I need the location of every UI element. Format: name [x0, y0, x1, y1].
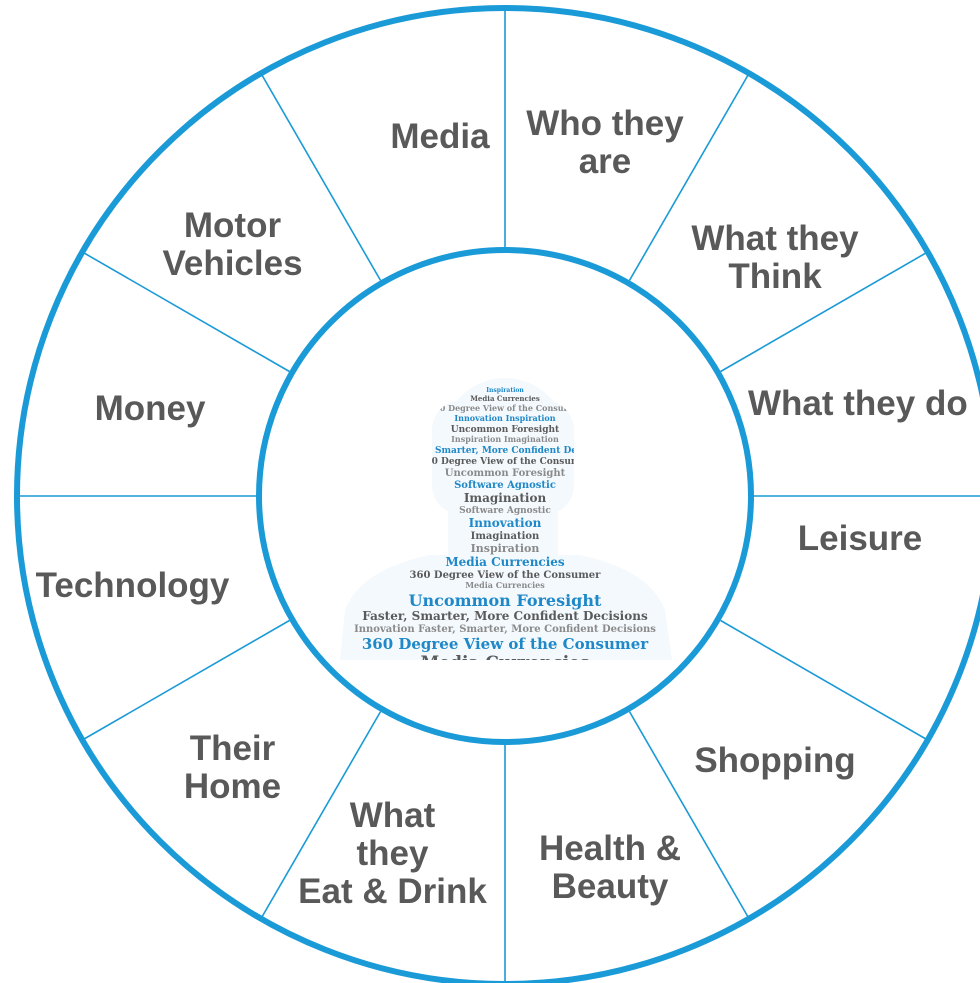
word-cloud-phrase: Software Agnostic: [454, 480, 556, 491]
word-cloud-phrase: Faster, Smarter, More Confident Decision…: [398, 446, 612, 456]
spoke-line: [628, 711, 749, 918]
segment-what-they-think: What they Think: [691, 219, 859, 296]
word-cloud-phrase: Media Currencies: [420, 653, 589, 673]
spoke-line: [83, 252, 290, 373]
word-cloud-phrase: Imagination: [471, 531, 540, 542]
spoke-line: [261, 711, 382, 918]
word-cloud-phrase: Software Agnostic: [459, 506, 551, 516]
word-cloud-phrase: Media Currencies: [470, 394, 540, 403]
segment-their-home: Their Home: [183, 729, 282, 806]
outer-ring: [14, 5, 980, 983]
word-cloud-phrase: Faster, Smarter, More Confident Decision…: [362, 609, 648, 623]
segment-shopping: Shopping: [694, 741, 856, 780]
word-cloud-phrase: Uncommon Foresight: [451, 425, 560, 435]
word-cloud-phrase: Uncommon Foresight: [409, 591, 602, 610]
word-cloud-phrase: Innovation: [469, 516, 542, 530]
word-cloud-phrase: Inspiration: [471, 542, 540, 555]
spokes: [19, 10, 980, 982]
segment-what-they-do: What they do: [748, 385, 968, 423]
word-cloud-phrase: Inspiration: [486, 387, 524, 394]
word-cloud-phrase: Innovation Inspiration: [454, 413, 555, 423]
segment-eat-drink: What they Eat & Drink: [298, 796, 487, 911]
spoke-line: [83, 619, 290, 740]
word-cloud-phrase: 360 Degree View of the Consumer: [362, 635, 649, 653]
segment-who-they-are: Who they are: [526, 104, 684, 181]
word-cloud-phrase: Inspiration Imagination: [451, 434, 559, 444]
word-cloud-phrase: 360 Degree View of the Consumer: [410, 570, 602, 581]
spoke-line: [720, 252, 927, 373]
spoke-line: [628, 74, 749, 281]
spoke-line: [261, 74, 382, 281]
word-cloud-phrase: Media Currencies: [465, 580, 545, 590]
segment-technology: Technology: [35, 566, 230, 605]
word-cloud-phrase: Innovation Faster, Smarter, More Confide…: [354, 624, 656, 635]
segment-leisure: Leisure: [797, 519, 923, 558]
segment-health-beauty: Health & Beauty: [539, 829, 681, 906]
word-cloud-phrase: 360 Degree View of the Consumer: [419, 457, 591, 467]
segment-money: Money: [94, 389, 206, 428]
word-cloud-phrase: Imagination: [464, 491, 547, 505]
word-cloud-phrase: 360 Degree View of the Consumer: [429, 403, 582, 413]
word-cloud-phrase: Media Currencies: [445, 555, 565, 569]
segment-media: Media: [390, 117, 490, 156]
segment-motor-vehicles: Motor Vehicles: [162, 206, 303, 283]
word-cloud-phrase: Uncommon Foresight: [445, 468, 566, 479]
spoke-line: [720, 619, 927, 740]
